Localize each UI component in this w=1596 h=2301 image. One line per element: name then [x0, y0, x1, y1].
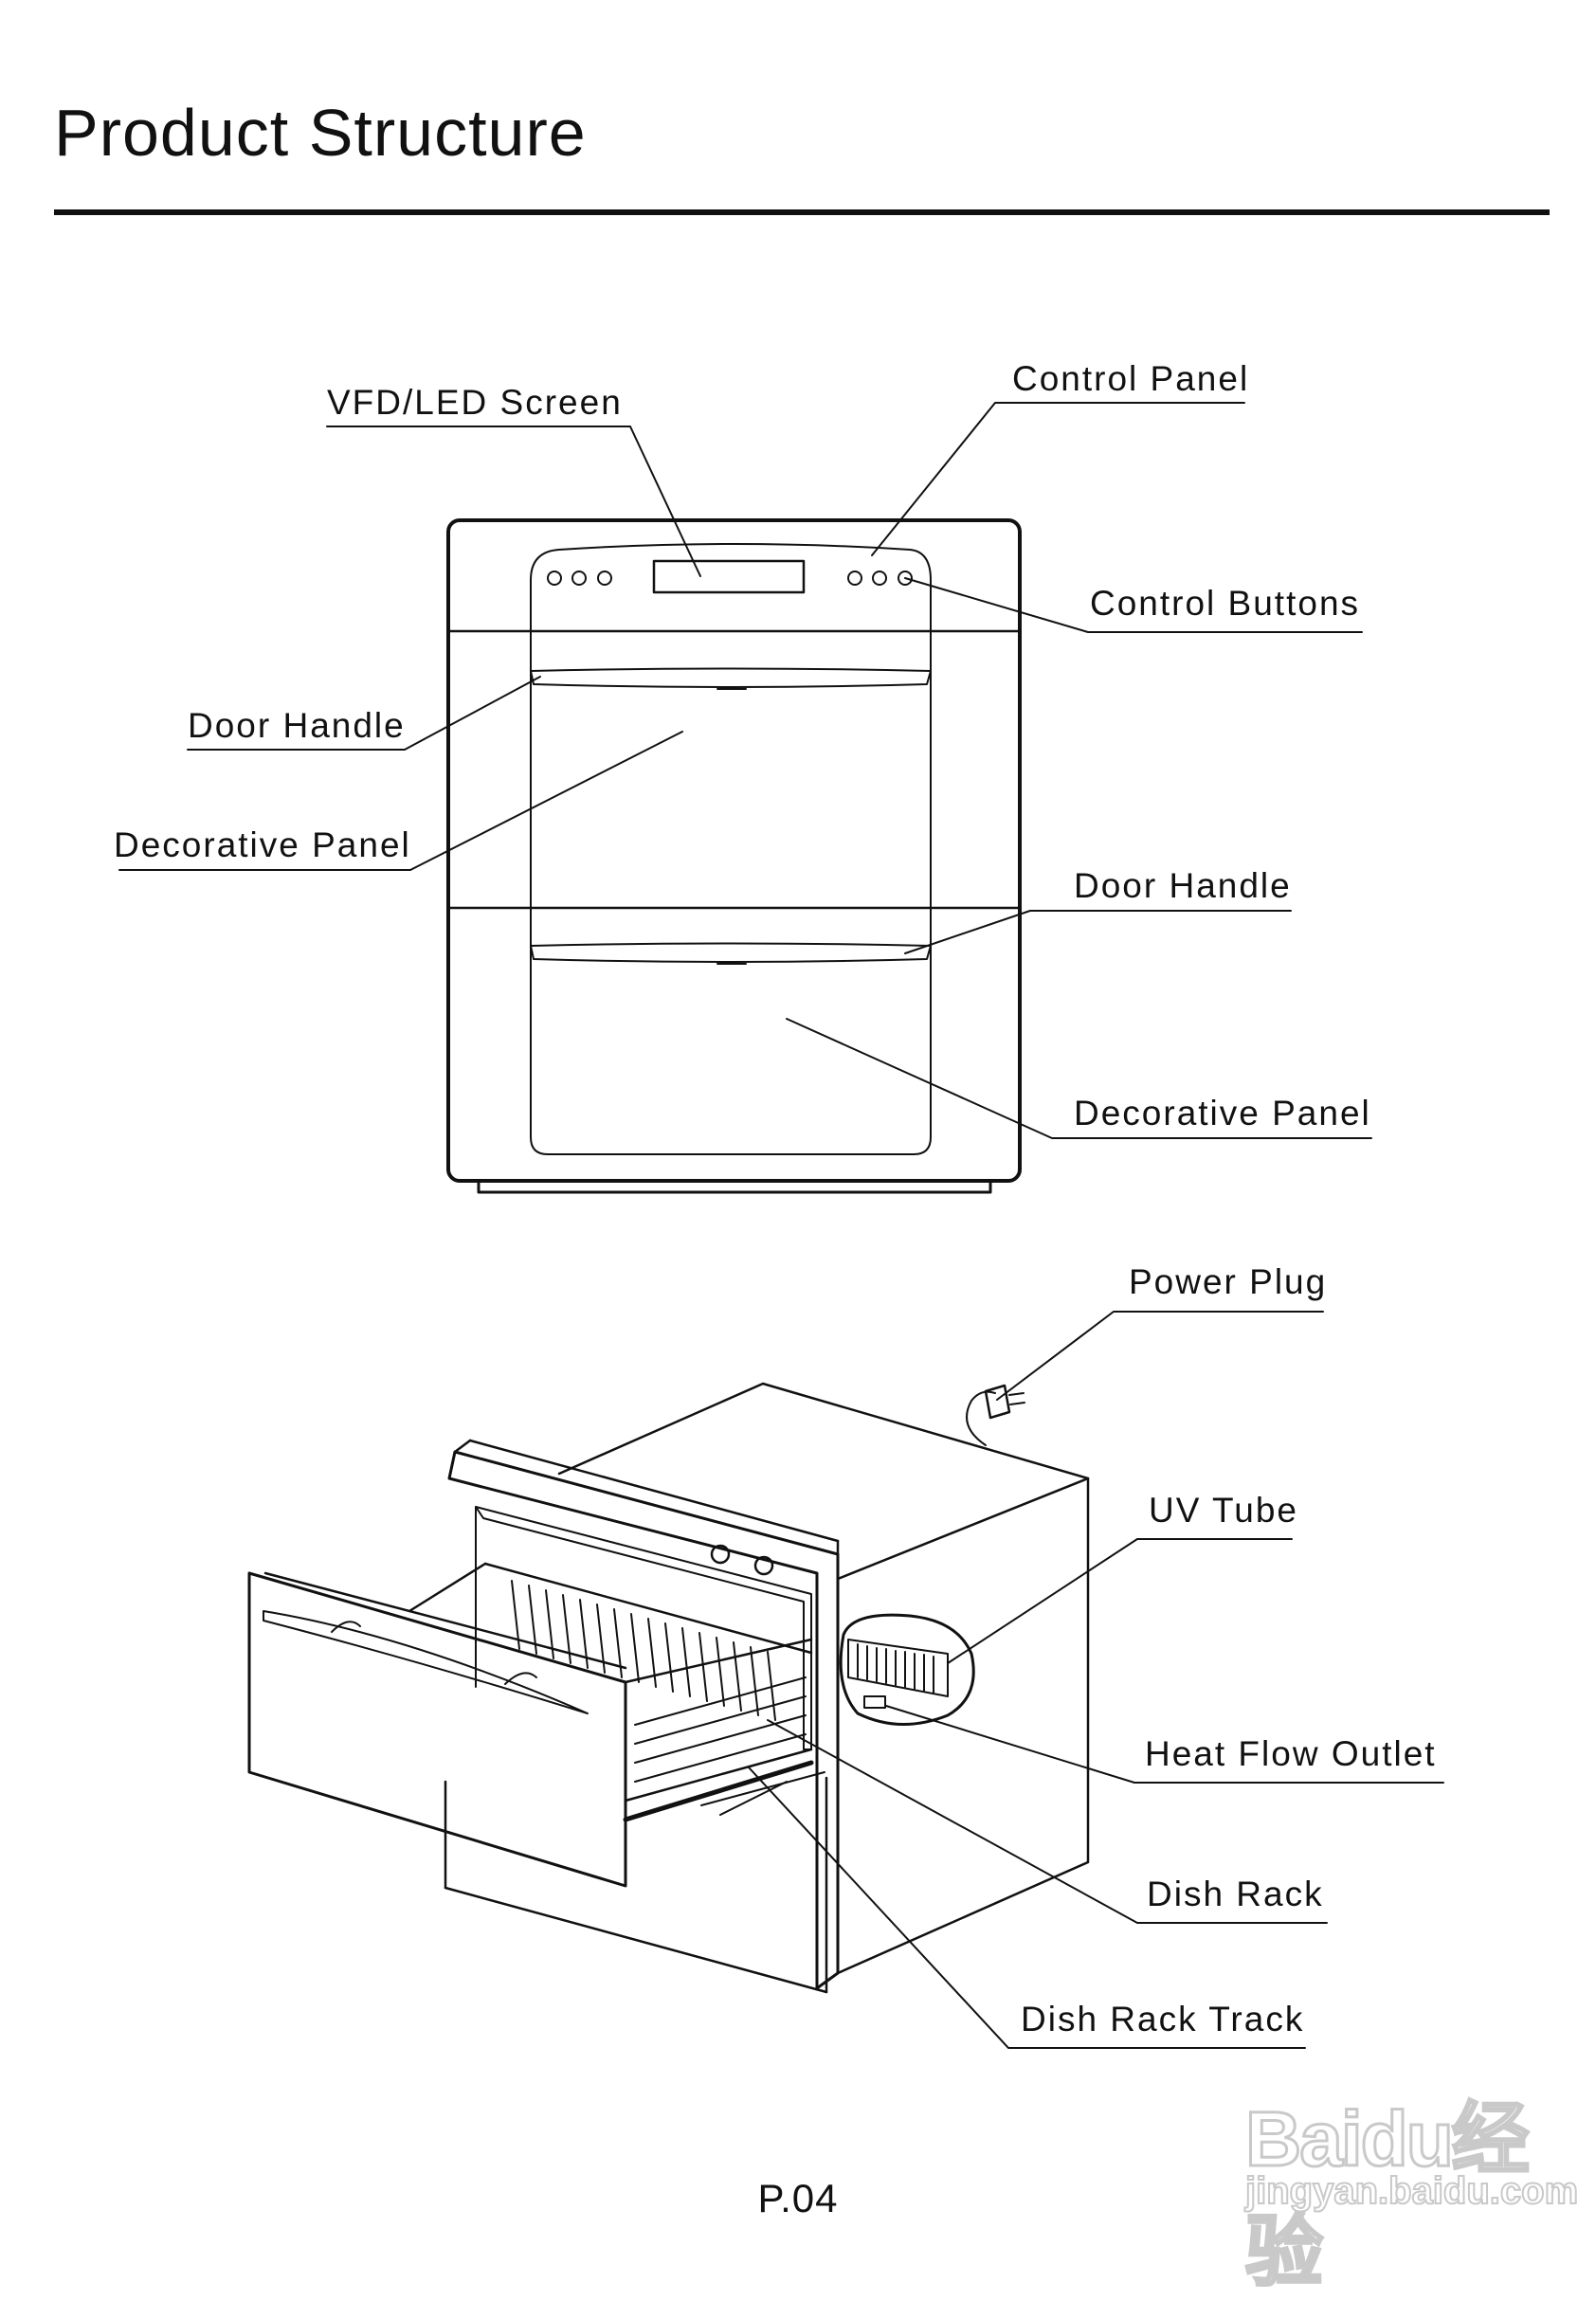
label-control-buttons: Control Buttons [1090, 584, 1361, 623]
label-dish-rack: Dish Rack [1147, 1875, 1324, 1913]
label-decorative-panel-lower: Decorative Panel [1074, 1094, 1371, 1132]
upper-door-handle-shape [530, 667, 932, 688]
label-door-handle-lower: Door Handle [1074, 866, 1292, 905]
dish-rack-tines [511, 1580, 776, 1721]
page-number: P.04 [757, 2176, 839, 2220]
dish-rack-base [634, 1676, 825, 1816]
control-buttons-right [847, 571, 913, 586]
watermark-url: jingyan.baidu.com [1244, 2169, 1579, 2213]
front-view-leaders [118, 402, 1372, 1139]
vfd-screen-shape [652, 559, 806, 594]
label-vfd-led-screen: VFD/LED Screen [327, 383, 623, 422]
page-title: Product Structure [54, 96, 587, 170]
watermark: Baidu经验 jingyan.baidu.com [1170, 2019, 1580, 2297]
title-rule [54, 209, 1550, 215]
label-dish-rack-track: Dish Rack Track [1021, 2000, 1305, 2038]
label-power-plug: Power Plug [1129, 1262, 1328, 1301]
label-uv-tube: UV Tube [1149, 1491, 1298, 1530]
lower-door-handle-shape [530, 942, 932, 963]
label-control-panel: Control Panel [1012, 359, 1250, 398]
control-buttons-left [547, 571, 612, 586]
perspective-leaders [748, 1311, 1444, 2049]
label-door-handle-upper: Door Handle [188, 706, 406, 745]
label-decorative-panel-upper: Decorative Panel [114, 825, 411, 864]
label-heat-flow-outlet: Heat Flow Outlet [1145, 1734, 1437, 1773]
perspective-cabinet [247, 1382, 1090, 1994]
front-view-cabinet [446, 518, 1022, 1194]
